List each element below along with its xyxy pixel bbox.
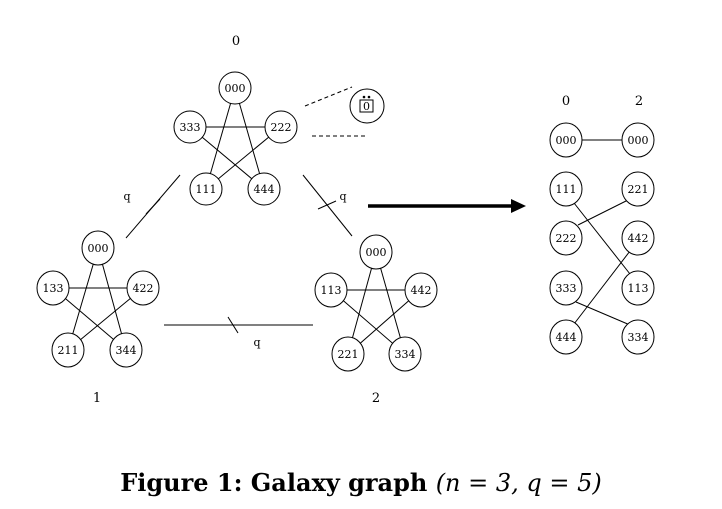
tick-mark bbox=[145, 198, 161, 215]
matching-left-node: 222 bbox=[549, 220, 583, 256]
node-label: 333 bbox=[556, 282, 577, 295]
matching-edge bbox=[577, 199, 629, 226]
node-label: 000 bbox=[225, 82, 246, 95]
node-label: 113 bbox=[628, 282, 649, 295]
node: 222 bbox=[264, 110, 298, 144]
matching-right-header: 2 bbox=[635, 94, 643, 109]
edge bbox=[205, 87, 236, 190]
node: 444 bbox=[247, 172, 281, 206]
node-label: 221 bbox=[338, 348, 359, 361]
inter-cluster-edge-top-left: q bbox=[123, 174, 181, 239]
cluster-1-label: 1 bbox=[93, 391, 101, 406]
matching-right-node: 000 bbox=[621, 122, 655, 158]
inset-label: 0 bbox=[363, 100, 370, 113]
node: 133 bbox=[36, 270, 70, 306]
node: 422 bbox=[126, 270, 160, 306]
node-label: 113 bbox=[321, 284, 342, 297]
node: 442 bbox=[404, 272, 438, 308]
node-label: 111 bbox=[556, 183, 577, 196]
node-label: 334 bbox=[628, 331, 649, 344]
edge-label-q: q bbox=[339, 190, 346, 203]
cluster-0-label: 0 bbox=[232, 34, 240, 49]
inset-dot bbox=[362, 95, 366, 99]
matching-right-node: 442 bbox=[621, 220, 655, 256]
edge bbox=[234, 87, 265, 190]
node-label: 133 bbox=[43, 282, 64, 295]
inset-box bbox=[359, 99, 374, 113]
cluster-1: 000 133 422 211 344 1 bbox=[36, 230, 160, 406]
node: 333 bbox=[173, 110, 207, 144]
matching-left-header: 0 bbox=[562, 94, 570, 109]
edge bbox=[67, 247, 99, 351]
matching-left-node: 000 bbox=[549, 122, 583, 158]
node: 000 bbox=[218, 71, 252, 105]
cluster-2-label: 2 bbox=[372, 391, 380, 406]
node-label: 111 bbox=[196, 183, 217, 196]
matching-right-node: 113 bbox=[621, 270, 655, 306]
inter-cluster-edge-top-right: q bbox=[302, 174, 353, 237]
inter-cluster-edge-bottom: q bbox=[164, 316, 313, 349]
node: 344 bbox=[109, 332, 143, 368]
arrow-head-icon bbox=[511, 199, 526, 213]
figure-caption: Figure 1: Galaxy graph (n = 3, q = 5) bbox=[0, 468, 722, 497]
node-label: 422 bbox=[133, 282, 154, 295]
matching-edge bbox=[573, 202, 631, 275]
matching-right-node: 334 bbox=[621, 319, 655, 355]
node-label: 333 bbox=[180, 121, 201, 134]
dashed-connector bbox=[304, 86, 353, 107]
node-label: 000 bbox=[556, 134, 577, 147]
node: 113 bbox=[314, 272, 348, 308]
node: 211 bbox=[51, 332, 85, 368]
node: 111 bbox=[189, 172, 223, 206]
matching-edge bbox=[575, 301, 631, 326]
cluster-0: 0 000 333 222 111 444 bbox=[173, 34, 298, 206]
node-label: 222 bbox=[556, 232, 577, 245]
node-label: 211 bbox=[58, 344, 79, 357]
cluster-2: 000 113 442 221 334 2 bbox=[314, 234, 438, 406]
node-label: 442 bbox=[628, 232, 649, 245]
tick-mark bbox=[317, 200, 337, 210]
edge-label-q: q bbox=[123, 190, 130, 203]
node-label: 000 bbox=[366, 246, 387, 259]
caption-formula: (n = 3, q = 5) bbox=[435, 469, 602, 497]
tick-mark bbox=[227, 316, 239, 334]
zoom-inset: 0 bbox=[304, 86, 385, 137]
node-label: 344 bbox=[116, 344, 137, 357]
matching-diagram: 0 2 000 111 222 333 444 bbox=[549, 94, 655, 355]
node: 334 bbox=[388, 336, 422, 372]
transform-arrow bbox=[368, 199, 526, 213]
node-label: 000 bbox=[88, 242, 109, 255]
node-label: 221 bbox=[628, 183, 649, 196]
node-label: 444 bbox=[556, 331, 577, 344]
node: 000 bbox=[81, 230, 115, 266]
caption-lead: Figure 1: Galaxy graph bbox=[120, 468, 436, 497]
matching-left-node: 444 bbox=[549, 319, 583, 355]
edge bbox=[347, 251, 377, 355]
node-label: 444 bbox=[254, 183, 275, 196]
edge bbox=[97, 247, 127, 351]
matching-edge bbox=[573, 250, 631, 325]
edge-label-q: q bbox=[253, 336, 260, 349]
node: 221 bbox=[331, 336, 365, 372]
edge bbox=[375, 251, 406, 355]
matching-left-node: 333 bbox=[549, 270, 583, 306]
matching-left-node: 111 bbox=[549, 171, 583, 207]
inset-dot bbox=[367, 95, 371, 99]
node-label: 000 bbox=[628, 134, 649, 147]
node: 000 bbox=[359, 234, 393, 270]
node-label: 334 bbox=[395, 348, 416, 361]
matching-right-node: 221 bbox=[621, 171, 655, 207]
node-label: 442 bbox=[411, 284, 432, 297]
node-label: 222 bbox=[271, 121, 292, 134]
